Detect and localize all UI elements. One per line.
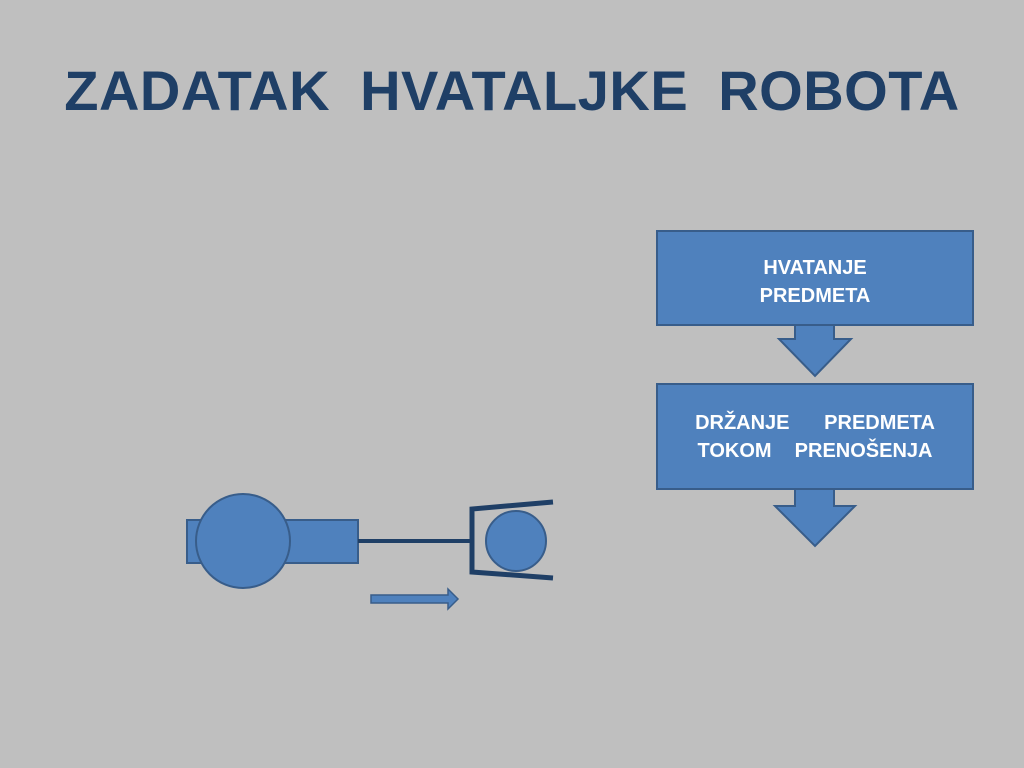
flow-step-label: DRŽANJE PREDMETA [695, 412, 935, 434]
flow-down-arrow-icon [776, 324, 854, 378]
flow-step-label: HVATANJE [763, 257, 867, 279]
flow-step-label: PREDMETA [759, 285, 871, 307]
flow-down-arrow-icon [772, 488, 858, 548]
flow-step-holding: DRŽANJE PREDMETA TOKOM PRENOŠENJA [656, 383, 974, 490]
page-title: ZADATAK HVATALJKE ROBOTA [64, 59, 960, 122]
held-object-icon [485, 510, 547, 572]
flow-step-grasping: HVATANJE PREDMETA [656, 230, 974, 326]
gripper-jaws-icon [469, 499, 554, 581]
robot-base-circle-icon [195, 493, 291, 589]
motion-right-arrow-icon [370, 587, 460, 611]
flow-step-label: TOKOM PRENOŠENJA [697, 440, 933, 462]
